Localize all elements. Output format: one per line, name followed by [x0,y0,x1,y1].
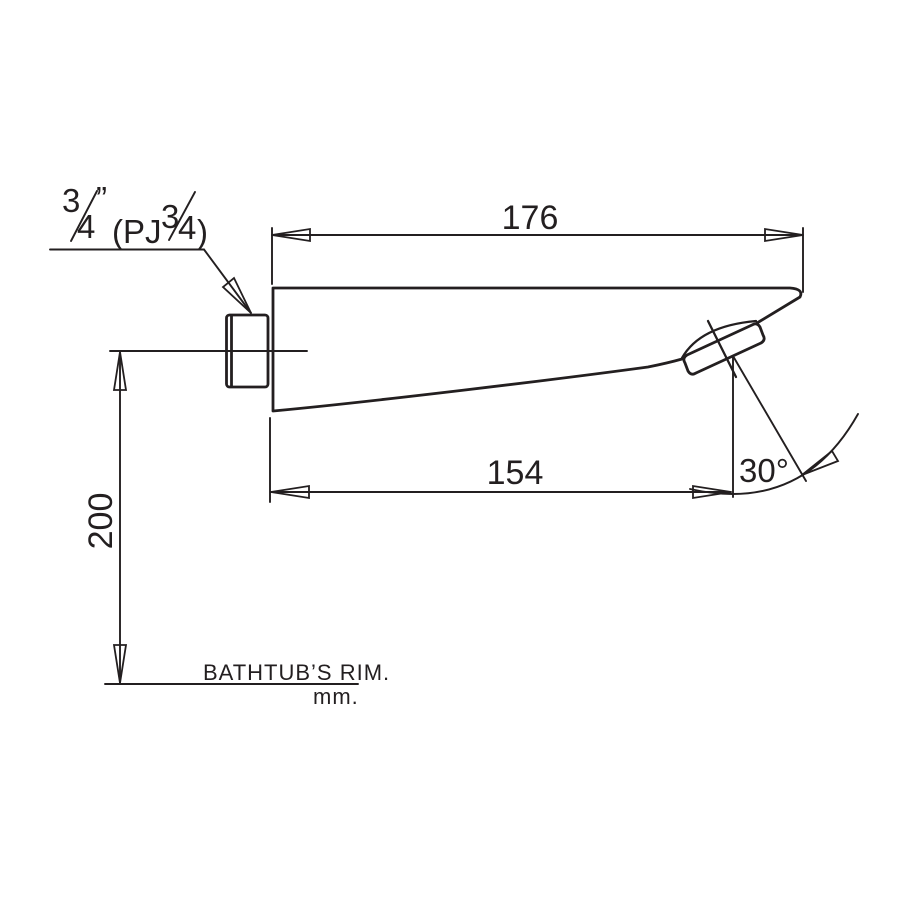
thread-callout: 3 4 ” (PJ 3 4 ) [49,180,252,314]
thread-fraction2-numerator: 3 [161,198,179,235]
thread-paren-close: ) [197,213,208,250]
rim-reference: BATHTUB’S RIM. mm. [104,660,390,709]
spout-body [271,286,803,413]
dim-overall-length-label: 176 [502,199,559,237]
leader-line [203,248,252,314]
dim-outlet-angle: 30° [689,355,859,498]
dim-spout-reach: 154 [269,417,732,503]
aerator-tip [680,319,766,379]
arrowhead-down [112,644,128,684]
arrowhead-arc [801,449,840,476]
thread-fraction1-numerator: 3 [62,182,80,219]
arrowhead-right [692,484,732,500]
aerator-cap-curve [680,319,758,360]
angle-leg-line [732,355,807,482]
angle-arc [689,413,859,495]
dim-height-label: 200 [82,493,120,550]
arrowhead-right [764,227,804,243]
arrowhead-left [270,484,310,500]
arrowhead-left [271,227,311,243]
angle-label: 30° [739,452,789,489]
thread-fraction2-denominator: 4 [178,209,196,246]
thread-fraction1-slash [70,190,98,242]
thread-fraction2-slash [168,191,196,241]
dim-height-above-rim: 200 [82,350,308,684]
dim-overall-length: 176 [271,199,804,293]
arrowhead-leader [221,276,252,314]
dim-spout-reach-label: 154 [487,454,544,492]
outlet-face-line [706,319,738,379]
thread-fraction1-denominator: 4 [77,208,95,245]
aerator-housing [682,322,766,376]
arrowhead-up [112,351,128,391]
units-label: mm. [313,684,359,709]
spout-body-outline [271,286,803,413]
rim-label: BATHTUB’S RIM. [203,660,390,685]
thread-inch-mark: ” [96,180,107,217]
thread-paren-open: (PJ [112,213,162,250]
